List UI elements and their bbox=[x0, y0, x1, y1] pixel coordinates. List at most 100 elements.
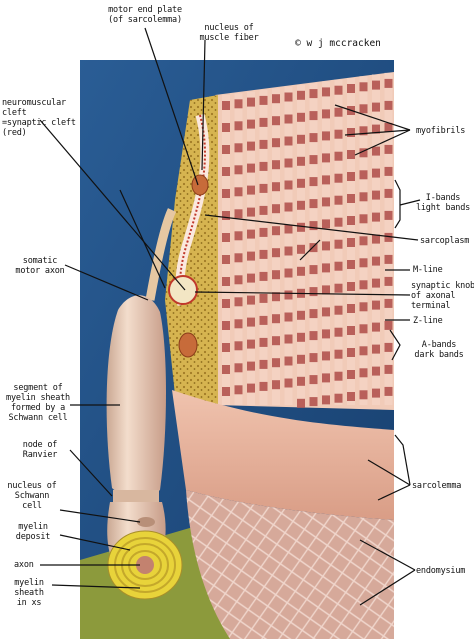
a-band bbox=[372, 102, 380, 112]
myofibril bbox=[234, 93, 243, 406]
a-band bbox=[222, 211, 230, 220]
a-band bbox=[297, 266, 305, 276]
a-band bbox=[259, 95, 268, 105]
axon-core bbox=[136, 556, 154, 574]
a-band bbox=[347, 216, 355, 225]
a-band bbox=[322, 329, 330, 339]
a-band bbox=[359, 302, 368, 312]
a-band bbox=[384, 232, 393, 242]
a-band bbox=[384, 166, 393, 176]
a-band bbox=[272, 226, 280, 236]
a-band bbox=[372, 234, 380, 244]
a-band bbox=[272, 160, 280, 170]
a-band bbox=[222, 321, 230, 330]
a-band bbox=[334, 173, 343, 183]
a-band bbox=[272, 116, 280, 126]
a-band bbox=[247, 119, 255, 129]
a-band bbox=[372, 124, 380, 134]
a-band bbox=[259, 205, 268, 215]
a-band bbox=[347, 392, 355, 401]
a-band bbox=[284, 268, 293, 278]
myofibril bbox=[222, 95, 230, 405]
myofibril-columns bbox=[222, 72, 393, 408]
a-band bbox=[347, 326, 355, 335]
a-band bbox=[284, 312, 293, 322]
a-band bbox=[334, 85, 343, 95]
a-band bbox=[309, 155, 318, 165]
a-band bbox=[259, 183, 268, 193]
a-band bbox=[247, 251, 255, 261]
a-band bbox=[222, 365, 230, 374]
a-band bbox=[297, 178, 305, 188]
a-band bbox=[234, 363, 243, 373]
a-band bbox=[297, 156, 305, 166]
a-band bbox=[272, 314, 280, 324]
a-band bbox=[359, 390, 368, 400]
a-band bbox=[322, 285, 330, 295]
a-band bbox=[322, 263, 330, 273]
a-band bbox=[234, 209, 243, 219]
a-band bbox=[284, 92, 293, 102]
label-somatic-motor-axon: somatic motor axon bbox=[15, 256, 65, 276]
a-band bbox=[372, 278, 380, 288]
a-band bbox=[297, 332, 305, 342]
a-band bbox=[384, 276, 393, 286]
nucleus-muscle-fiber bbox=[191, 174, 209, 196]
a-band bbox=[359, 258, 368, 268]
a-band bbox=[284, 334, 293, 344]
a-band bbox=[347, 282, 355, 291]
a-band bbox=[384, 298, 393, 308]
a-band bbox=[384, 254, 393, 264]
a-band bbox=[347, 238, 355, 247]
a-band bbox=[297, 244, 305, 254]
a-band bbox=[284, 158, 293, 168]
a-band bbox=[359, 170, 368, 180]
a-band bbox=[272, 270, 280, 280]
a-band bbox=[322, 175, 330, 185]
a-band bbox=[234, 297, 243, 307]
a-band bbox=[309, 133, 318, 143]
label-myofibrils: myofibrils bbox=[416, 126, 466, 136]
a-band bbox=[272, 204, 280, 214]
a-band bbox=[222, 189, 230, 198]
a-band bbox=[359, 214, 368, 224]
a-band bbox=[222, 387, 230, 396]
a-band bbox=[372, 190, 380, 200]
a-band bbox=[309, 177, 318, 187]
a-band bbox=[347, 84, 355, 93]
a-band bbox=[222, 123, 230, 132]
a-band bbox=[234, 385, 243, 395]
label-neuromuscular-cleft: neuromuscular cleft =synaptic cleft (red… bbox=[2, 98, 76, 138]
a-band bbox=[334, 261, 343, 271]
a-band bbox=[259, 359, 268, 369]
a-band bbox=[247, 229, 255, 239]
a-band bbox=[347, 260, 355, 269]
a-band bbox=[322, 241, 330, 251]
a-band bbox=[259, 381, 268, 391]
a-band bbox=[372, 80, 380, 90]
myofibril bbox=[272, 88, 280, 405]
a-band bbox=[372, 388, 380, 398]
a-band bbox=[384, 364, 393, 374]
a-band bbox=[322, 87, 330, 97]
a-band bbox=[347, 370, 355, 379]
label-z-line: Z-line bbox=[413, 316, 443, 326]
a-band bbox=[234, 231, 243, 241]
a-band bbox=[309, 111, 318, 121]
a-band bbox=[284, 290, 293, 300]
a-band bbox=[384, 144, 393, 154]
a-band bbox=[309, 221, 318, 231]
schwann-nucleus bbox=[137, 517, 155, 527]
label-sarcolemma: sarcolemma bbox=[412, 481, 462, 491]
nucleus-muscle-fiber-lower bbox=[178, 332, 198, 358]
a-band bbox=[272, 94, 280, 104]
a-band bbox=[259, 271, 268, 281]
a-band bbox=[247, 339, 255, 349]
label-endomysium: endomysium bbox=[416, 566, 466, 576]
a-band bbox=[297, 354, 305, 364]
a-band bbox=[309, 375, 318, 385]
a-band bbox=[359, 104, 368, 114]
a-band bbox=[359, 82, 368, 92]
a-band bbox=[372, 168, 380, 178]
a-band bbox=[347, 304, 355, 313]
